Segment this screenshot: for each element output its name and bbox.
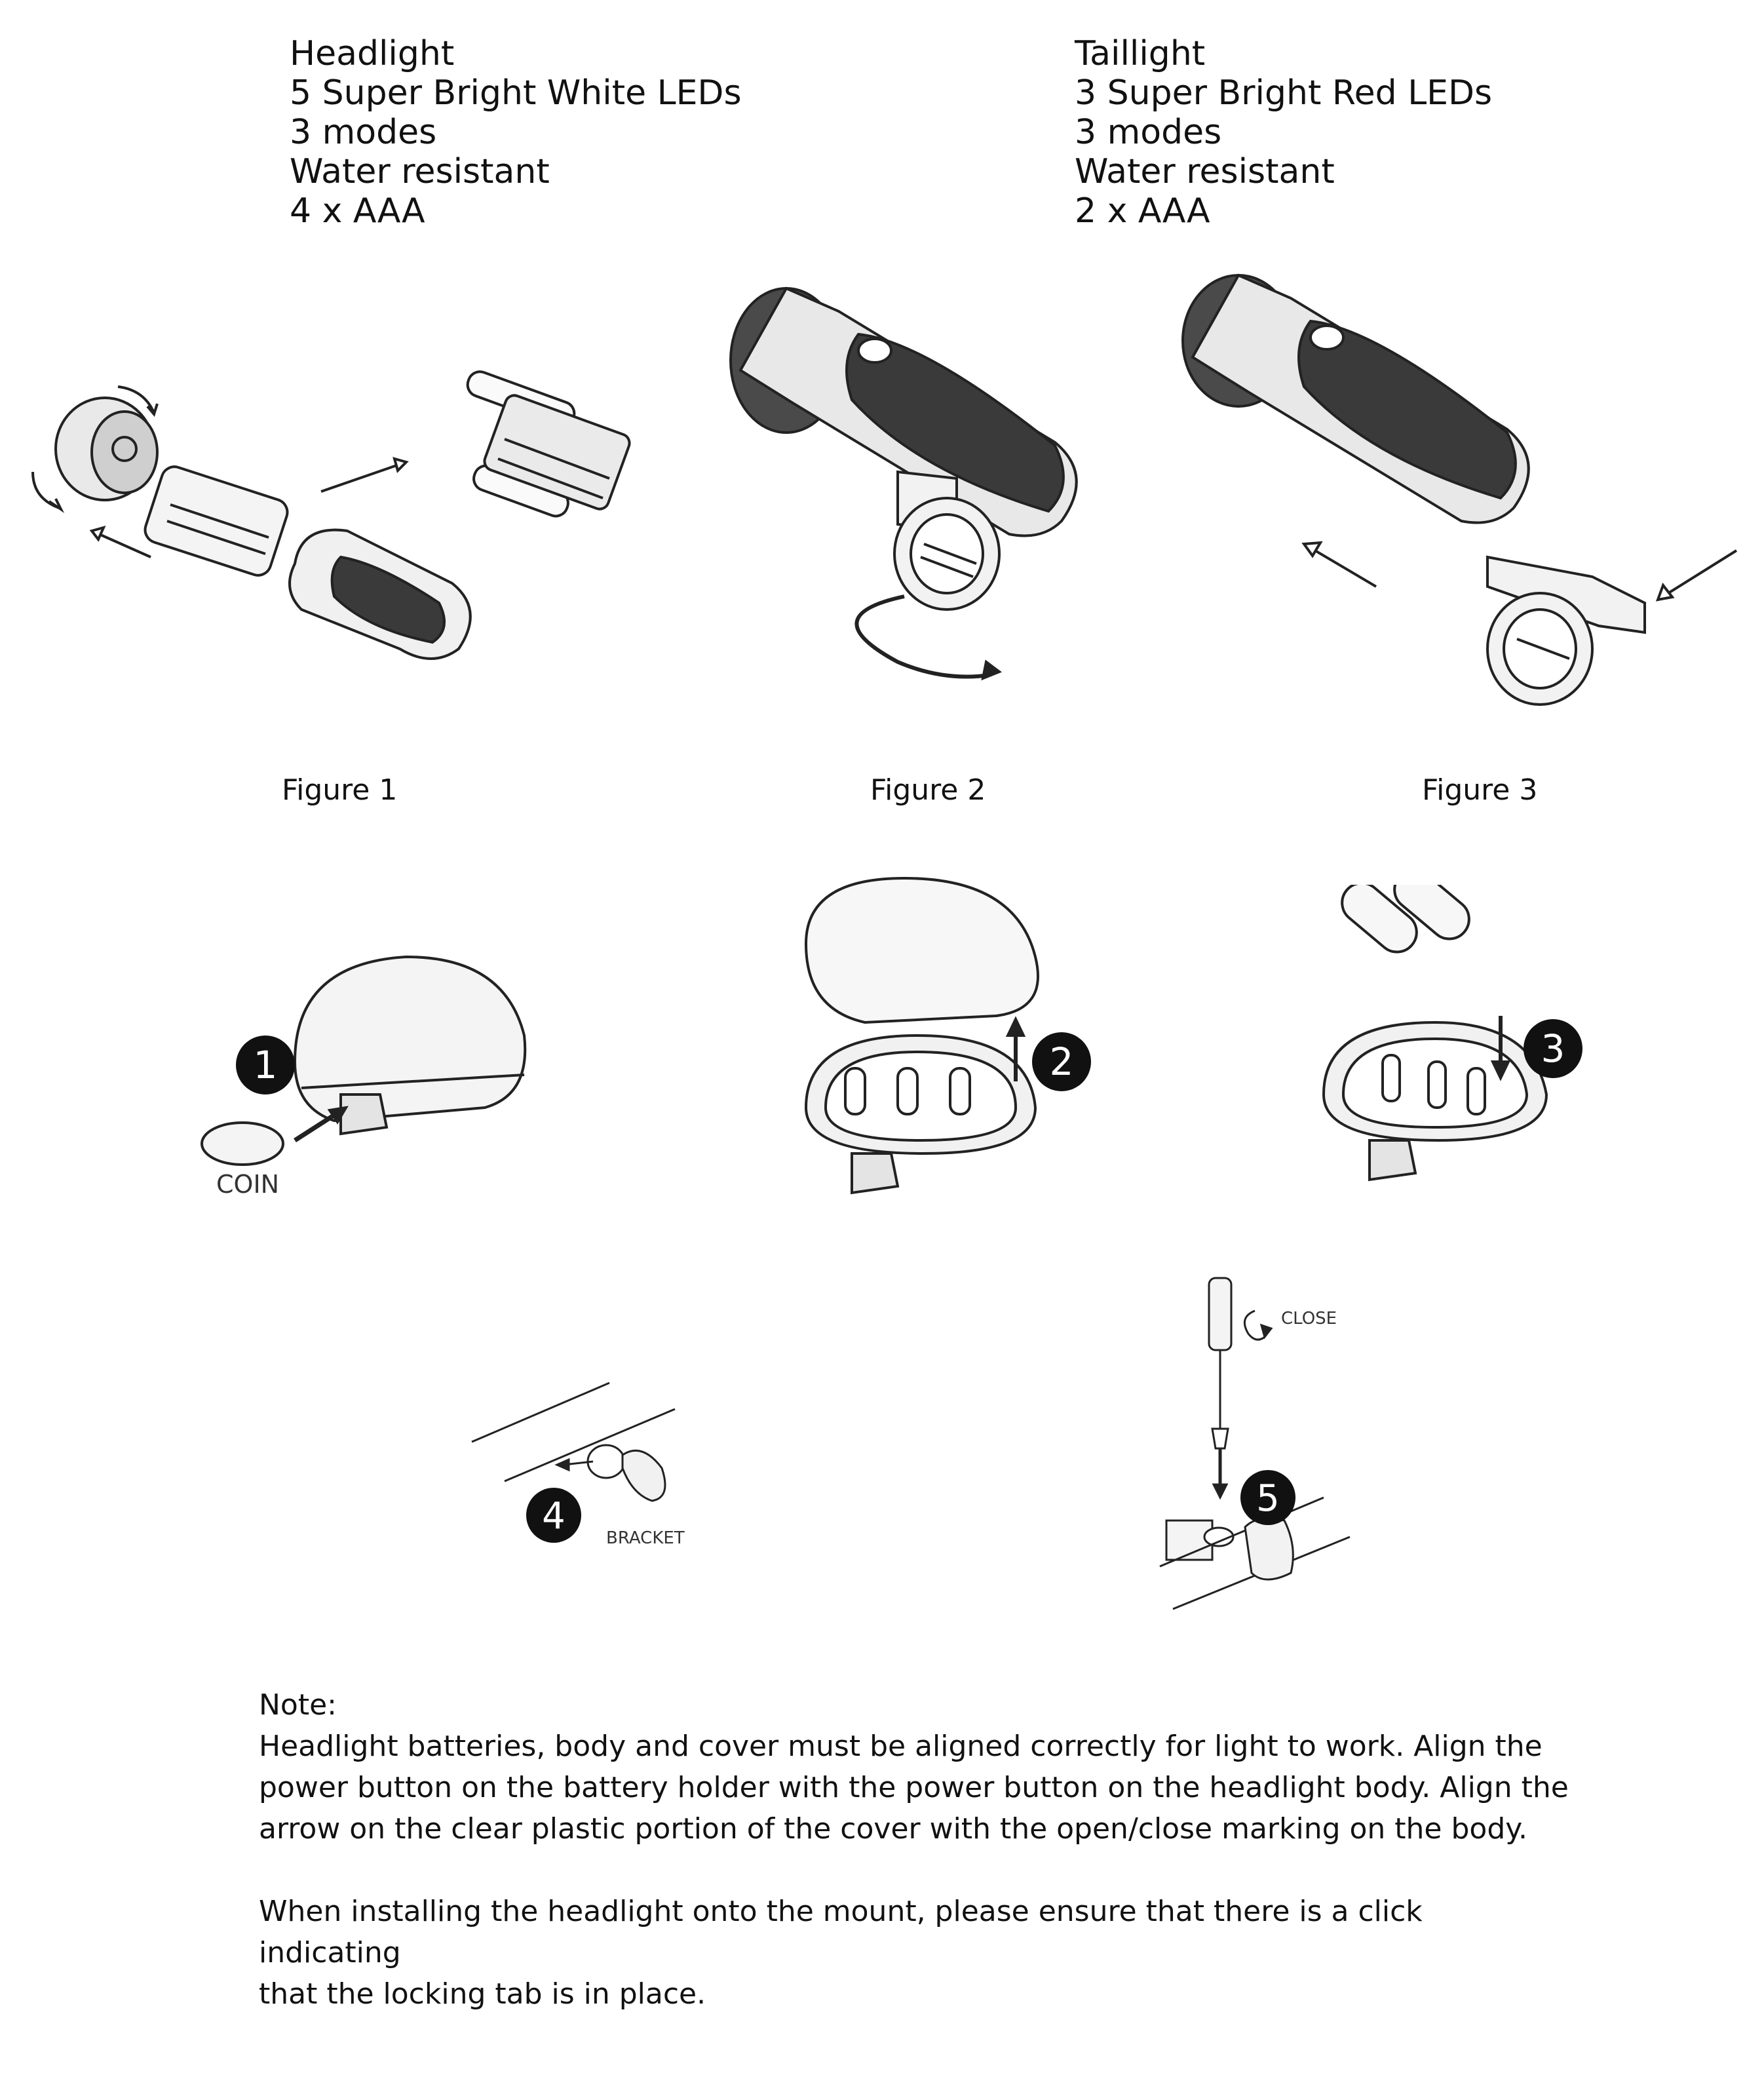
step-1-illustration: 1 COIN — [197, 931, 564, 1219]
note-spacer — [259, 1850, 1569, 1891]
step-2-number: 2 — [1050, 1039, 1074, 1084]
taillight-title: Taillight — [1075, 34, 1206, 73]
close-label: CLOSE — [1281, 1309, 1337, 1328]
figure-3-caption: Figure 3 — [1422, 773, 1538, 807]
figure-1-caption: Figure 1 — [282, 773, 398, 807]
headlight-led-spec: 5 Super Bright White LEDs — [290, 73, 742, 113]
figure-2-illustration — [721, 269, 1101, 695]
taillight-battery: 2 x AAA — [1075, 191, 1210, 231]
step-3-number: 3 — [1541, 1026, 1565, 1071]
headlight-title: Headlight — [290, 34, 455, 73]
step-4-number: 4 — [542, 1495, 566, 1538]
figure-1-illustration — [20, 341, 649, 682]
taillight-specs: Taillight 3 Super Bright Red LEDs 3 mode… — [1075, 34, 1492, 231]
figure-3-illustration — [1173, 269, 1750, 727]
note-paragraph-1-line-1: Headlight batteries, body and cover must… — [259, 1730, 1543, 1763]
taillight-water: Water resistant — [1075, 152, 1335, 191]
step-5-illustration: 5 CLOSE — [1147, 1271, 1370, 1652]
taillight-modes: 3 modes — [1075, 113, 1222, 152]
taillight-led-spec: 3 Super Bright Red LEDs — [1075, 73, 1493, 113]
note-heading: Note: — [259, 1688, 337, 1722]
step-2-illustration: 2 — [799, 872, 1114, 1212]
note-paragraph-1-line-3: arrow on the clear plastic portion of th… — [259, 1812, 1528, 1846]
note-paragraph-2-line-1: When installing the headlight onto the m… — [259, 1895, 1423, 1969]
headlight-battery: 4 x AAA — [290, 191, 425, 231]
step-5-number: 5 — [1256, 1477, 1280, 1520]
step-4-illustration: 4 BRACKET — [465, 1357, 754, 1553]
note-paragraph-2-line-2: that the locking tab is in place. — [259, 1977, 706, 2011]
headlight-water: Water resistant — [290, 152, 550, 191]
note-paragraph-1-line-2: power button on the battery holder with … — [259, 1771, 1569, 1804]
note-section: Note: Headlight batteries, body and cove… — [259, 1684, 1569, 2015]
headlight-specs: Headlight 5 Super Bright White LEDs 3 mo… — [290, 34, 742, 231]
figure-2-caption: Figure 2 — [870, 773, 986, 807]
step-3-illustration: 3 — [1311, 885, 1625, 1212]
coin-label: COIN — [216, 1170, 279, 1199]
bracket-label: BRACKET — [606, 1528, 685, 1548]
headlight-modes: 3 modes — [290, 113, 437, 152]
step-1-number: 1 — [254, 1043, 278, 1087]
